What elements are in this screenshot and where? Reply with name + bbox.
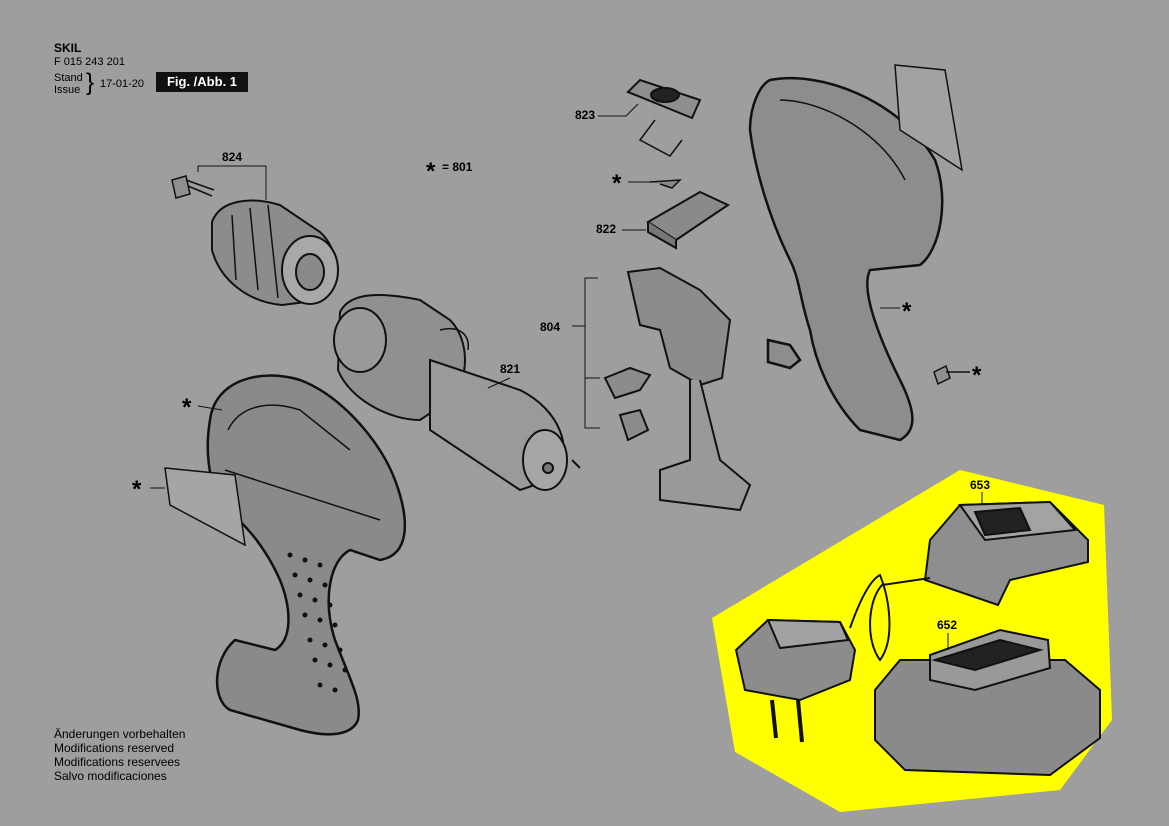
leader-804 [572, 277, 600, 429]
star-801: * [426, 158, 436, 185]
leader-star-left-1 [197, 405, 223, 411]
note-en: Modifications reserved [54, 741, 175, 755]
grip-dots [287, 552, 348, 693]
screw-824 [171, 175, 215, 199]
leader-821 [487, 377, 511, 389]
note-fr: Modifications reservees [54, 755, 181, 769]
chuck [211, 199, 339, 307]
spring-801 [649, 179, 682, 189]
star-spring: * [612, 170, 622, 197]
star-housing-right: * [902, 298, 912, 325]
modifications-notes: Änderungen vorbehalten Modifications res… [54, 727, 185, 783]
issue-label: Issue [54, 84, 81, 96]
star-housing-left: * [182, 394, 192, 421]
trigger-guard [894, 64, 964, 172]
switch-cover-823 [626, 78, 702, 157]
label-653: 653 [970, 478, 991, 492]
label-652: 652 [937, 618, 958, 632]
label-804: 804 [540, 320, 561, 334]
note-es: Salvo modificaciones [54, 769, 167, 783]
label-801: = 801 [442, 160, 473, 174]
housing-right [748, 76, 944, 442]
gearbox-motor-821 [333, 294, 581, 492]
star-screw-right: * [972, 362, 982, 389]
part-number: F 015 243 201 [54, 56, 125, 68]
leader-824 [197, 165, 267, 200]
label-823: 823 [575, 108, 596, 122]
screw-right [933, 364, 970, 386]
power-adapter [734, 618, 857, 743]
leader-823 [598, 103, 639, 117]
sticker [164, 467, 246, 547]
label-824: 824 [222, 150, 243, 164]
star-sticker: * [132, 476, 142, 503]
brand-name: SKIL [54, 41, 82, 55]
issue-date: 17-01-20 [100, 78, 145, 90]
note-de: Änderungen vorbehalten [54, 727, 186, 741]
label-822: 822 [596, 222, 617, 236]
housing-left [206, 374, 406, 736]
label-821: 821 [500, 362, 521, 376]
stand-label: Stand [54, 72, 83, 84]
cable [849, 573, 931, 662]
figure-badge: Fig. /Abb. 1 [156, 72, 248, 92]
battery-652 [874, 628, 1101, 777]
slider-822 [646, 190, 731, 250]
switch-804 [603, 266, 752, 512]
charger-653 [923, 500, 1089, 607]
brace: } [86, 69, 95, 96]
